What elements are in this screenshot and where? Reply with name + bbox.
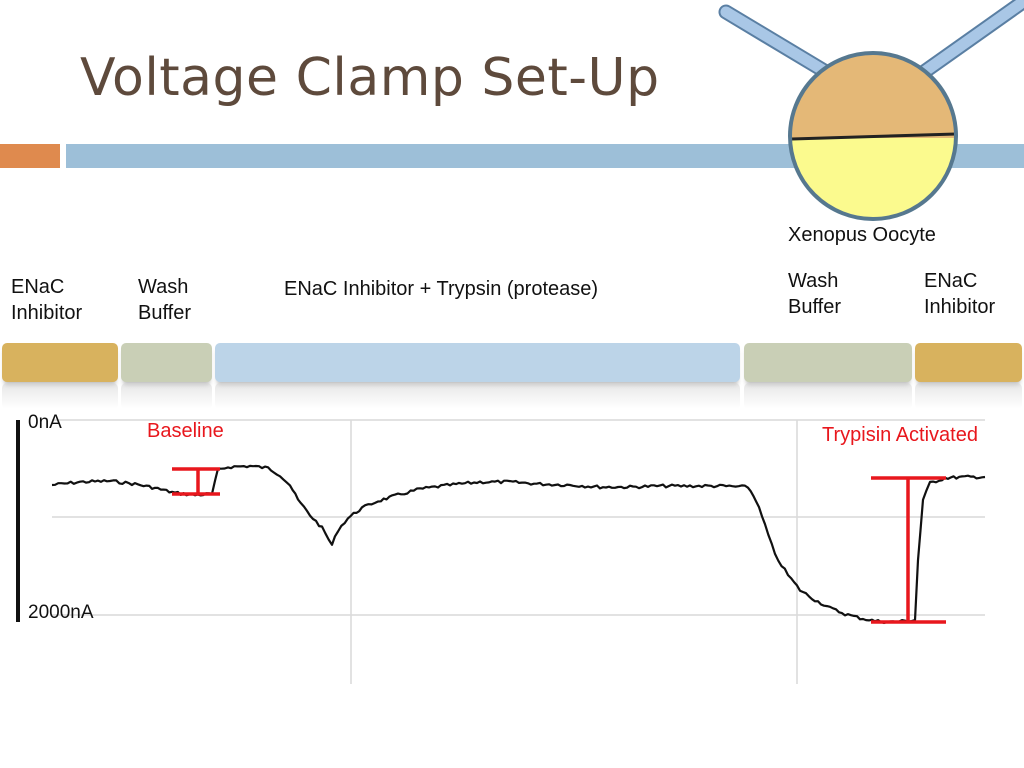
axis-label-2000: 2000nA bbox=[28, 602, 94, 623]
segment-bar-wash-buffer-end bbox=[744, 343, 912, 409]
oocyte-equator-line bbox=[791, 132, 957, 141]
slide-title: Voltage Clamp Set-Up bbox=[80, 48, 660, 108]
trypsin-activation-marker bbox=[871, 476, 946, 624]
segment-label-wash-buffer-end: Wash Buffer bbox=[788, 270, 841, 318]
segment-label-wash-buffer-start: Wash Buffer bbox=[138, 276, 191, 324]
segment-bar-enac-inhibitor-end bbox=[915, 343, 1022, 409]
baseline-marker bbox=[172, 467, 220, 496]
segment-bar-enac-inhibitor-start bbox=[2, 343, 118, 409]
annotation-trypsin-activated: Trypisin Activated bbox=[822, 424, 978, 446]
segment-label-enac-inhibitor-end: ENaC Inhibitor bbox=[924, 270, 996, 318]
segment-label-enac-inhibitor-start: ENaC Inhibitor bbox=[11, 276, 83, 324]
segment-bar-wash-buffer-start bbox=[121, 343, 212, 409]
segment-label-inhibitor-trypsin: ENaC Inhibitor + Trypsin (protease) bbox=[284, 278, 599, 300]
segment-bar-inhibitor-trypsin bbox=[215, 343, 740, 409]
title-accent-bar-orange bbox=[0, 144, 60, 168]
oocyte-label: Xenopus Oocyte bbox=[788, 224, 936, 246]
axis-label-zero: 0nA bbox=[28, 412, 62, 433]
current-trace-line bbox=[51, 464, 986, 625]
annotation-baseline: Baseline bbox=[147, 420, 224, 442]
left-electrode-pipette-fill bbox=[720, 6, 832, 78]
right-electrode-pipette-fill bbox=[918, 0, 1024, 78]
oocyte-outline bbox=[788, 51, 958, 221]
